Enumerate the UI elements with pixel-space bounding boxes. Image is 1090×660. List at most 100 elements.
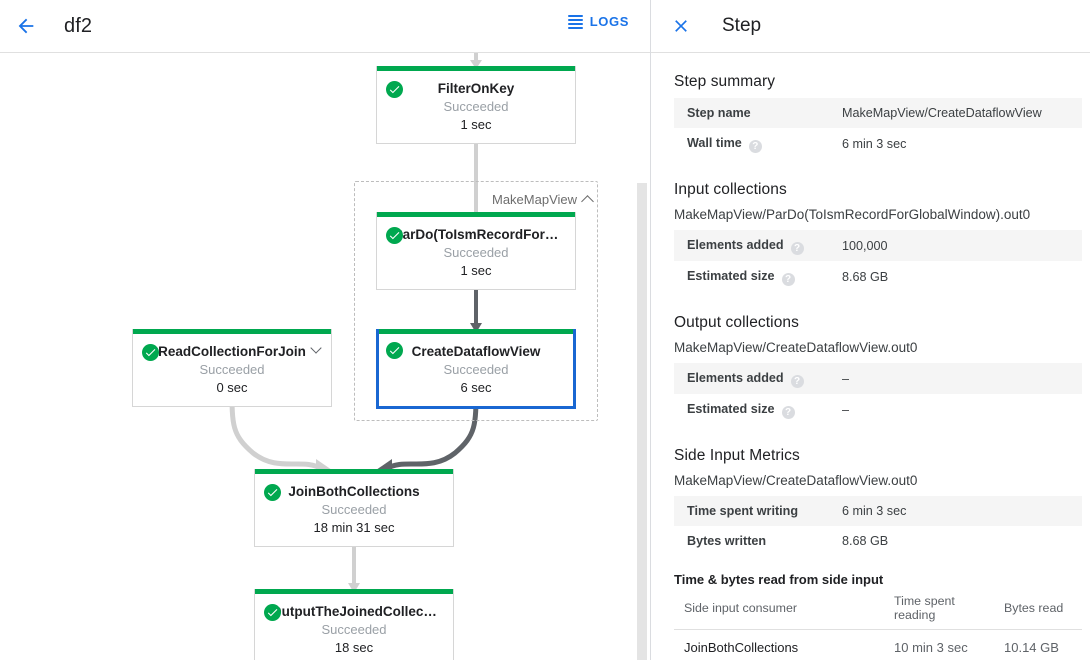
graph-node-pardo-toismrecord[interactable]: ParDo(ToIsmRecordFor… Succeeded 1 sec (376, 212, 576, 290)
row-key: Elements added? (674, 363, 842, 394)
node-status: Succeeded (199, 362, 265, 377)
node-status: Succeeded (443, 245, 509, 260)
row-value: MakeMapView/CreateDataflowView (842, 106, 1042, 120)
side-input-collection-name: MakeMapView/CreateDataflowView.out0 (674, 473, 918, 488)
help-icon[interactable]: ? (790, 375, 804, 388)
job-graph-pane: df2 LOGS (0, 0, 651, 660)
graph-node-read-collection-for-join[interactable]: ReadCollectionForJoin Succeeded 0 sec (132, 329, 332, 407)
row-key-label: Elements added (687, 238, 784, 252)
table-row: Estimated size? 8.68 GB (674, 261, 1082, 292)
composite-group-makemapview[interactable] (354, 181, 598, 421)
node-status-bar (133, 329, 331, 334)
cell-side-input-consumer: JoinBothCollections (684, 640, 799, 655)
node-title: CreateDataflowView (411, 344, 541, 359)
chevron-up-icon[interactable] (581, 194, 594, 208)
check-circle-icon (264, 604, 281, 621)
row-key: Elements added? (674, 230, 842, 261)
output-collections-table: Elements added? – Estimated size? – (674, 363, 1082, 425)
graph-scrollbar-thumb[interactable] (637, 183, 647, 660)
column-header-side-input-consumer: Side input consumer (674, 591, 884, 630)
row-value: – (842, 371, 850, 386)
step-panel-header: Step (651, 0, 1090, 53)
row-key: Step name (674, 98, 842, 128)
row-key-label: Estimated size (687, 269, 775, 283)
help-icon[interactable]: ? (781, 406, 795, 419)
row-key-label: Step name (687, 106, 751, 120)
column-header-time-spent-reading: Time spent reading (884, 591, 994, 630)
section-heading-input-collections: Input collections (674, 181, 787, 198)
table-row: Bytes written 8.68 GB (674, 526, 1082, 556)
node-body: ParDo(ToIsmRecordFor… Succeeded 1 sec (377, 217, 575, 289)
node-status: Succeeded (321, 502, 387, 517)
node-body: OutputTheJoinedCollec… Succeeded 18 sec (255, 594, 453, 660)
logs-icon (567, 14, 583, 29)
row-key: Estimated size? (674, 394, 842, 425)
node-status: Succeeded (443, 99, 509, 114)
graph-node-filter-on-key[interactable]: FilterOnKey Succeeded 1 sec (376, 66, 576, 144)
section-heading-side-input-metrics: Side Input Metrics (674, 447, 800, 464)
node-body: FilterOnKey Succeeded 1 sec (377, 71, 575, 143)
side-input-metrics-table: Time spent writing 6 min 3 sec Bytes wri… (674, 496, 1082, 556)
node-body: CreateDataflowView Succeeded 6 sec (379, 334, 573, 406)
table-row: Elements added? – (674, 363, 1082, 394)
input-collections-table: Elements added? 100,000 Estimated size? … (674, 230, 1082, 292)
node-body: JoinBothCollections Succeeded 18 min 31 … (255, 474, 453, 546)
node-time: 1 sec (460, 263, 492, 278)
graph-node-output-the-joined-collection[interactable]: OutputTheJoinedCollec… Succeeded 18 sec (254, 589, 454, 660)
row-value: 6 min 3 sec (842, 504, 907, 518)
help-icon[interactable]: ? (781, 273, 795, 286)
help-icon[interactable]: ? (748, 140, 762, 153)
node-status: Succeeded (321, 622, 387, 637)
row-key: Time spent writing (674, 496, 842, 526)
node-time: 18 min 31 sec (313, 520, 395, 535)
check-circle-icon (264, 484, 281, 501)
node-status: Succeeded (443, 362, 509, 377)
job-title: df2 (64, 14, 93, 37)
subsection-heading-time-bytes-read: Time & bytes read from side input (674, 572, 884, 587)
table-row: Time spent writing 6 min 3 sec (674, 496, 1082, 526)
logs-button[interactable]: LOGS (567, 14, 629, 29)
node-time: 18 sec (334, 640, 374, 655)
node-title: FilterOnKey (437, 81, 515, 96)
row-value: 100,000 (842, 238, 888, 253)
graph-scrollbar-track[interactable] (636, 53, 649, 660)
row-value: 8.68 GB (842, 534, 889, 548)
row-key-label: Time spent writing (687, 504, 799, 518)
node-time: 1 sec (460, 117, 492, 132)
cell-bytes-read: 10.14 GB (1004, 640, 1059, 655)
check-circle-icon (386, 81, 403, 98)
table-row: JoinBothCollections 10 min 3 sec 10.14 G… (674, 630, 1082, 660)
node-time: 6 sec (460, 380, 492, 395)
output-collection-name: MakeMapView/CreateDataflowView.out0 (674, 340, 918, 355)
node-title: JoinBothCollections (288, 484, 420, 499)
check-circle-icon (386, 342, 403, 359)
table-row: Estimated size? – (674, 394, 1082, 425)
cell-time-spent-reading: 10 min 3 sec (894, 640, 968, 655)
row-key: Estimated size? (674, 261, 842, 292)
node-title: OutputTheJoinedCollec… (271, 604, 437, 619)
arrow-left-icon[interactable] (14, 14, 38, 38)
row-key: Bytes written (674, 526, 842, 556)
row-value: 8.68 GB (842, 269, 889, 284)
node-status-bar (377, 212, 575, 217)
check-circle-icon (142, 344, 159, 361)
close-icon[interactable] (669, 14, 693, 38)
step-details-pane: Step Step summary Step name MakeMapView/… (651, 0, 1090, 660)
node-status-bar (255, 469, 453, 474)
row-key: Wall time? (674, 128, 842, 159)
table-row: Elements added? 100,000 (674, 230, 1082, 261)
composite-group-label[interactable]: MakeMapView (492, 192, 594, 208)
row-key-label: Bytes written (687, 534, 767, 548)
graph-node-create-dataflow-view[interactable]: CreateDataflowView Succeeded 6 sec (376, 329, 576, 409)
job-graph-canvas[interactable]: MakeMapView FilterOnKey Succeeded 1 sec (0, 53, 650, 660)
graph-node-join-both-collections[interactable]: JoinBothCollections Succeeded 18 min 31 … (254, 469, 454, 547)
help-icon[interactable]: ? (790, 242, 804, 255)
chevron-down-icon[interactable] (310, 342, 322, 356)
table-header-row: Side input consumer Time spent reading B… (674, 591, 1082, 630)
section-heading-output-collections: Output collections (674, 314, 800, 331)
node-time: 0 sec (216, 380, 248, 395)
node-body: ReadCollectionForJoin Succeeded 0 sec (133, 334, 331, 406)
row-key-label: Elements added (687, 371, 784, 385)
node-title: ParDo(ToIsmRecordFor… (393, 227, 559, 242)
